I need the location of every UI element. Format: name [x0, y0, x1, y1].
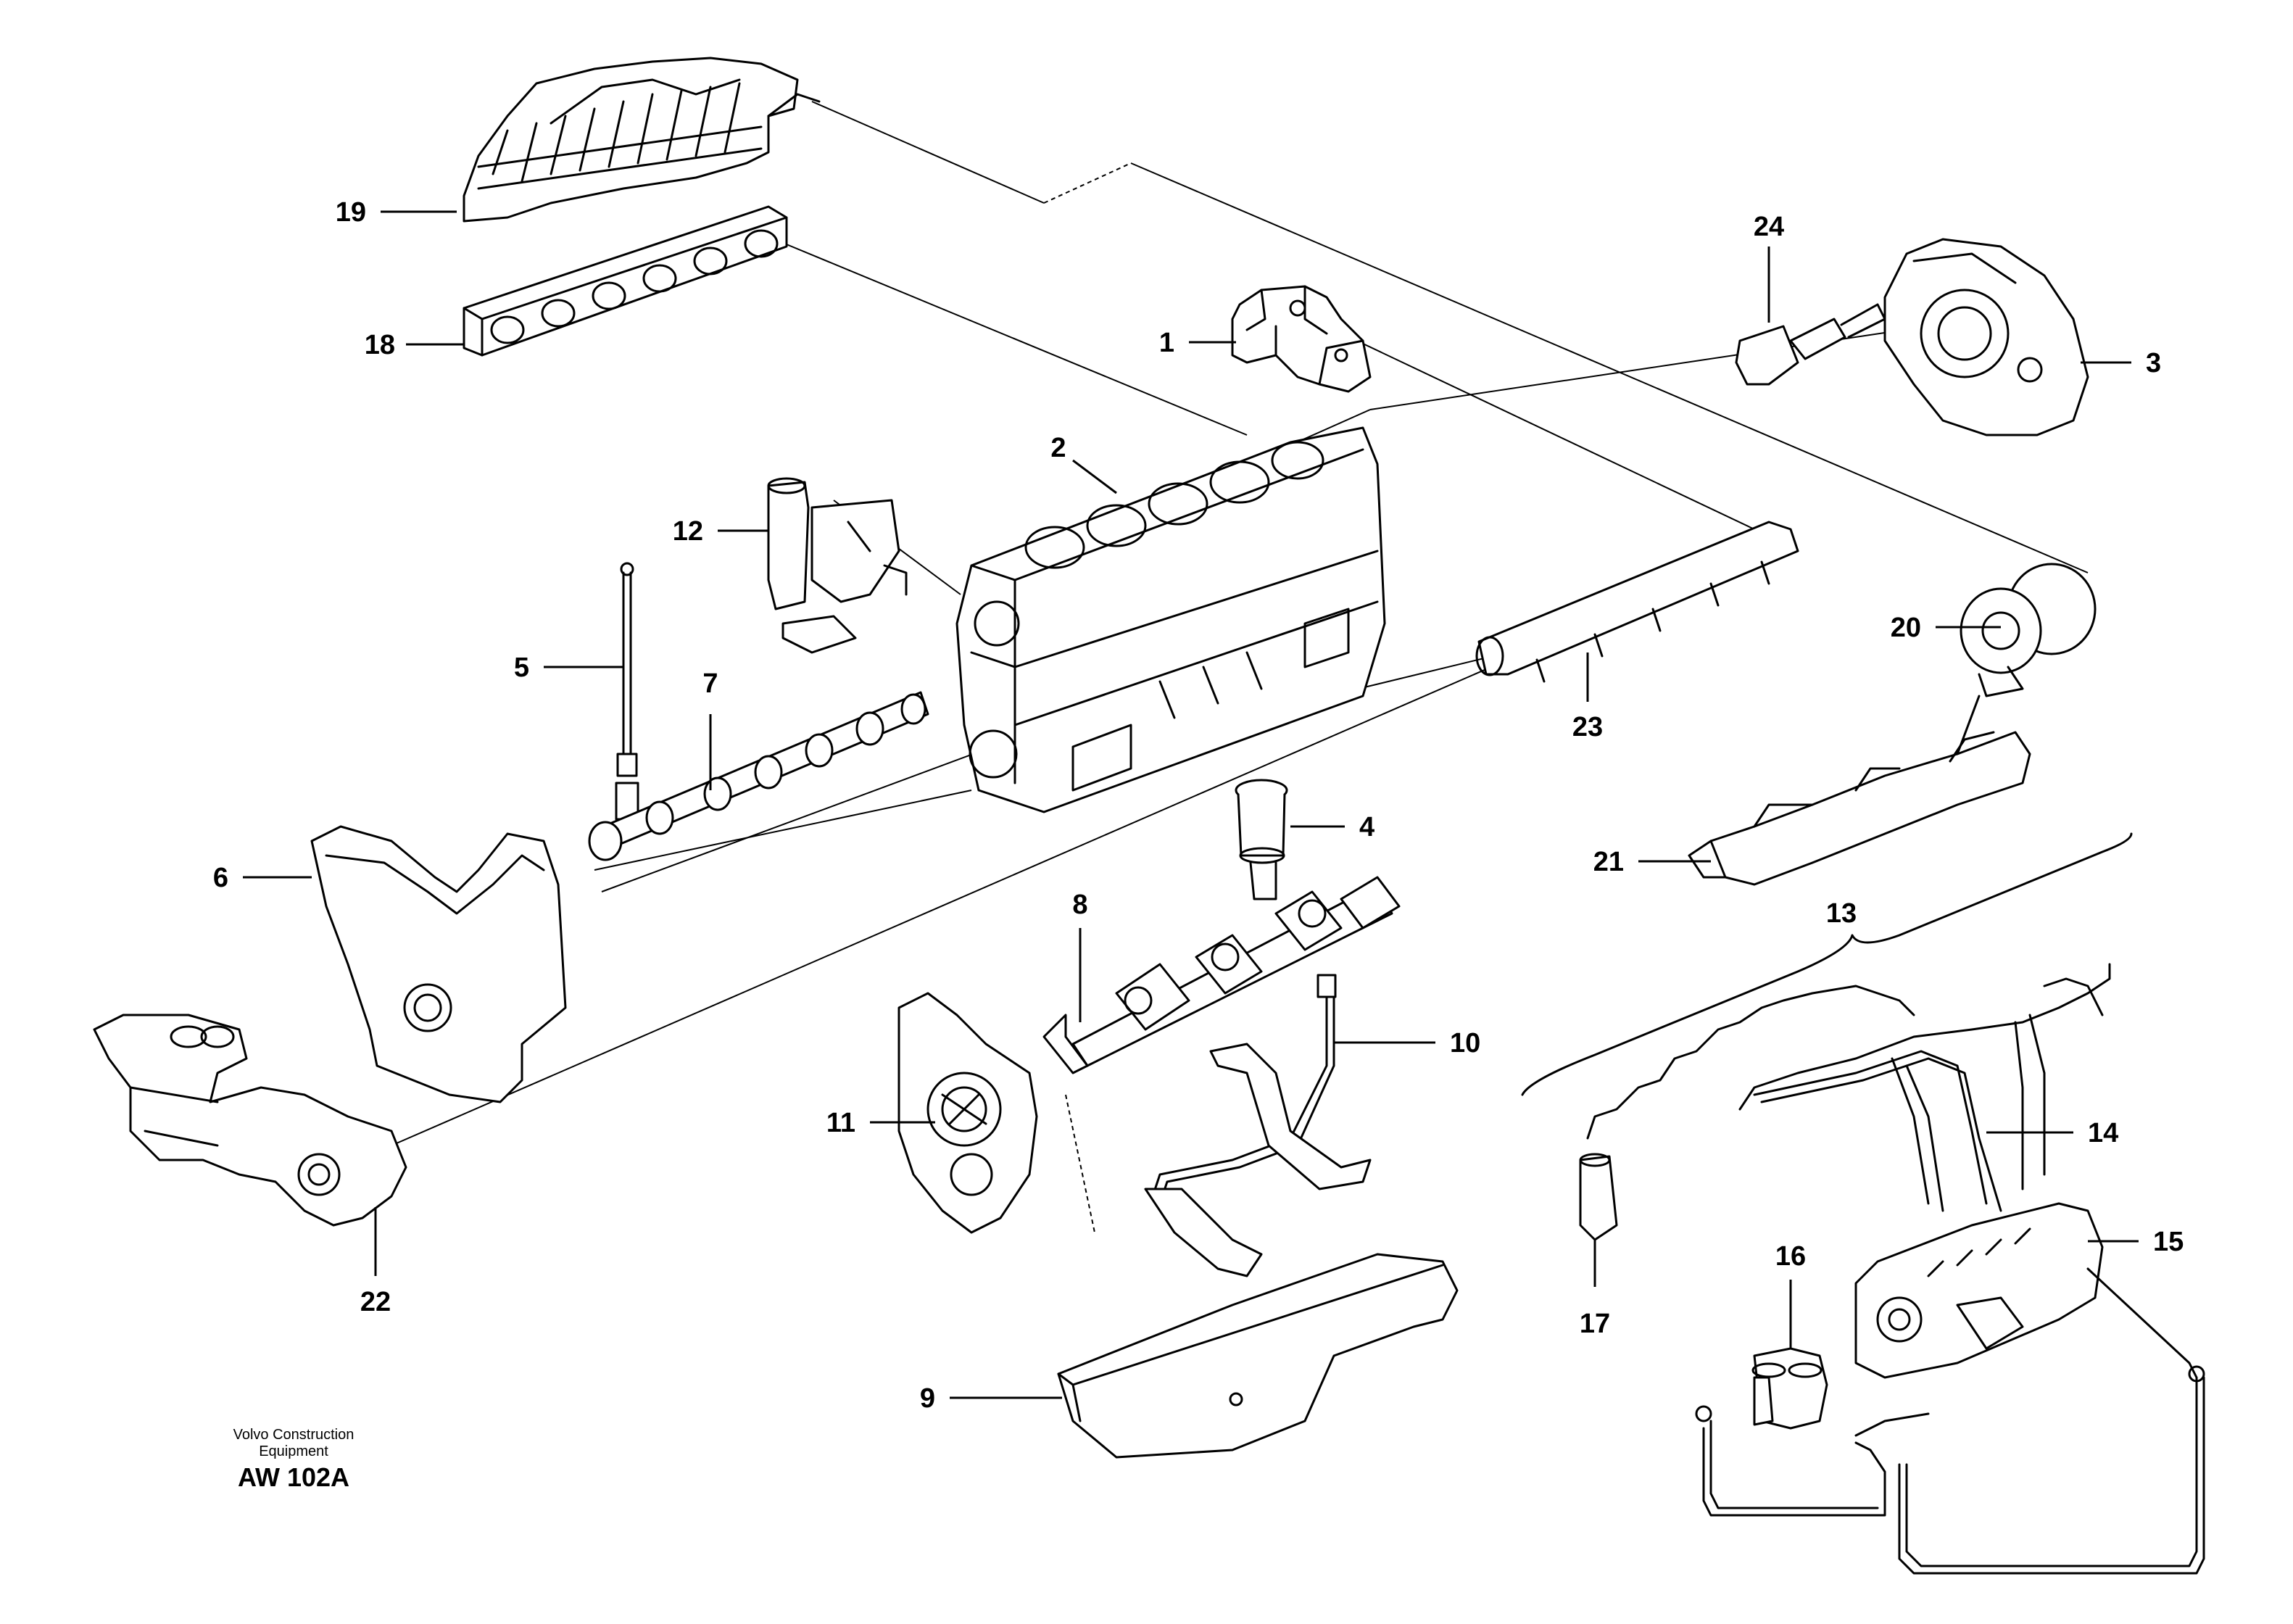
callout-6: 6: [213, 863, 312, 893]
callout-5: 5: [514, 652, 623, 683]
callout-14: 14: [1986, 1118, 2118, 1148]
callout-8: 8: [1072, 890, 1088, 1022]
footer-drawing-code: AW 102A: [238, 1462, 349, 1492]
callout-20-label: 20: [1891, 613, 1921, 643]
callout-20: 20: [1891, 613, 2001, 643]
callout-23: 23: [1572, 652, 1603, 742]
part-2-cylinder-block: [955, 426, 1386, 813]
callout-15: 15: [2088, 1227, 2184, 1257]
callout-11-label: 11: [826, 1108, 855, 1138]
part-10-pickup-tube: [1144, 974, 1372, 1277]
part-11-gear-housing: [897, 992, 1038, 1234]
callout-13: 13: [1826, 898, 1857, 929]
part-9-oil-pan: [1057, 1253, 1459, 1459]
callout-10: 10: [1334, 1028, 1480, 1058]
callout-17: 17: [1580, 1240, 1610, 1339]
callout-7: 7: [702, 668, 718, 790]
part-3-flywheel-housing: [1883, 238, 2089, 436]
callout-3: 3: [2081, 348, 2161, 378]
callout-22-label: 22: [360, 1287, 391, 1317]
callout-21: 21: [1593, 847, 1711, 877]
part-13-brace: [1521, 832, 2133, 1096]
part-5-rod: [615, 562, 639, 821]
callout-2-label: 2: [1050, 433, 1066, 463]
callout-9: 9: [920, 1383, 1062, 1414]
part-19-rocker-cover: [463, 57, 821, 223]
callout-23-label: 23: [1572, 712, 1603, 742]
part-12-filter-bracket: [767, 477, 908, 654]
callout-15-label: 15: [2153, 1227, 2184, 1257]
callout-24-label: 24: [1754, 212, 1784, 242]
callout-6-label: 6: [213, 863, 228, 893]
footer-brand-line1: Volvo Construction: [233, 1427, 354, 1443]
callout-16-label: 16: [1775, 1241, 1806, 1272]
callout-16: 16: [1775, 1241, 1806, 1348]
callout-13-label: 13: [1826, 898, 1857, 929]
part-20-turbocharger: [1960, 563, 2097, 697]
callout-14-label: 14: [2088, 1118, 2118, 1148]
callout-1: 1: [1159, 328, 1236, 358]
part-1-pump-bracket: [1231, 285, 1372, 393]
part-16-fuel-filters: [1751, 1347, 1828, 1430]
callout-12: 12: [673, 516, 768, 547]
callout-21-label: 21: [1593, 847, 1624, 877]
callout-24: 24: [1754, 212, 1784, 323]
part-7-camshaft: [588, 691, 929, 861]
callout-18: 18: [365, 330, 464, 360]
part-4-filler: [1235, 779, 1288, 900]
part-23-intake-manifold: [1475, 521, 1799, 683]
callout-1-label: 1: [1159, 328, 1174, 358]
callout-22: 22: [360, 1207, 391, 1317]
part-24-sensor: [1735, 303, 1886, 386]
callout-4: 4: [1290, 812, 1374, 842]
callout-4-label: 4: [1359, 812, 1374, 842]
callout-18-label: 18: [365, 330, 395, 360]
part-8-crankshaft: [1042, 876, 1401, 1074]
part-17-filter: [1579, 1153, 1618, 1241]
part-14-injection-lines: [1586, 963, 2111, 1212]
footer-brand-line2: Equipment: [259, 1443, 328, 1459]
part-22-thermostat-housing: [93, 1014, 407, 1227]
callout-2: 2: [1050, 433, 1117, 494]
callout-9-label: 9: [920, 1383, 935, 1414]
footer: Volvo Construction Equipment AW 102A: [233, 1427, 354, 1492]
part-21-exhaust-manifold: [1688, 695, 2031, 886]
callout-19-label: 19: [336, 197, 366, 228]
callout-7-label: 7: [702, 668, 718, 699]
callout-12-label: 12: [673, 516, 703, 547]
callout-10-label: 10: [1450, 1028, 1480, 1058]
callout-17-label: 17: [1580, 1309, 1610, 1339]
callout-8-label: 8: [1072, 890, 1087, 920]
part-18-gasket: [463, 205, 788, 357]
callout-3-label: 3: [2146, 348, 2161, 378]
callout-5-label: 5: [514, 652, 529, 683]
callout-11: 11: [826, 1108, 935, 1138]
part-15-injection-pump: [1854, 1202, 2104, 1379]
callout-19: 19: [336, 197, 457, 228]
fuel-lines: [1695, 1267, 2205, 1575]
part-6-timing-cover: [310, 825, 567, 1103]
